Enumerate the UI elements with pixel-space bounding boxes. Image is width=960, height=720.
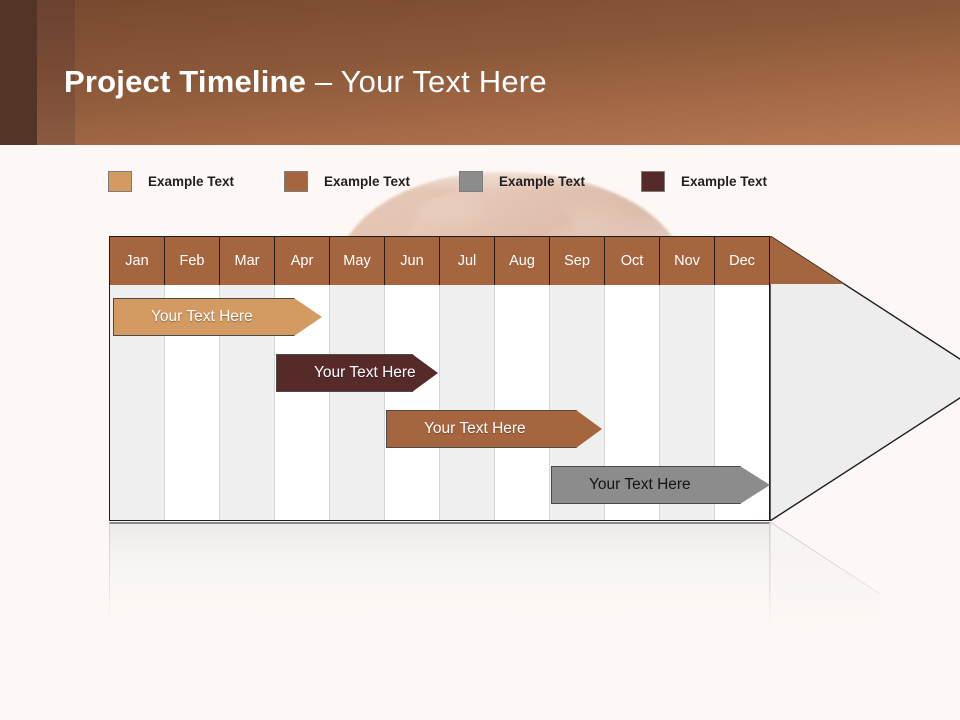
- header-banner: Project Timeline – Your Text Here: [0, 0, 960, 145]
- header-accent-bar-mid: [37, 0, 75, 145]
- timeline-grid: [110, 285, 769, 520]
- task-bar-3[interactable]: Your Text Here: [386, 410, 603, 448]
- month-header-mar[interactable]: Mar: [220, 237, 275, 285]
- page-title-bold: Project Timeline: [64, 64, 307, 99]
- grid-column-may: [330, 285, 385, 520]
- legend-swatch-icon: [284, 170, 308, 192]
- month-header-dec[interactable]: Dec: [729, 253, 755, 269]
- month-header-aug[interactable]: Aug: [495, 237, 550, 285]
- task-bar-label: Your Text Here: [314, 364, 416, 381]
- page-title-rest: – Your Text Here: [306, 64, 547, 99]
- task-bar-arrow-tip-icon: [576, 410, 602, 448]
- header-accent-bar-dark: [0, 0, 37, 145]
- legend-label: Example Text: [324, 173, 411, 189]
- month-header-feb[interactable]: Feb: [165, 237, 220, 285]
- page-title: Project Timeline – Your Text Here: [64, 60, 884, 108]
- legend-label: Example Text: [681, 173, 768, 189]
- legend-label: Example Text: [148, 173, 235, 189]
- month-header-sep[interactable]: Sep: [550, 237, 605, 285]
- month-header-may[interactable]: May: [330, 237, 385, 285]
- task-bar-arrow-tip-icon: [412, 354, 438, 392]
- legend-label: Example Text: [499, 173, 586, 189]
- legend: Example Text Example Text Example Text Exam…: [0, 168, 960, 196]
- month-header-jun[interactable]: Jun: [385, 237, 440, 285]
- month-header-nov[interactable]: Nov: [660, 237, 715, 285]
- month-header-jan[interactable]: Jan: [110, 237, 165, 285]
- legend-swatch-icon: [459, 170, 483, 192]
- task-bar-body: [386, 410, 577, 448]
- month-header-apr[interactable]: Apr: [275, 237, 330, 285]
- month-header-oct[interactable]: Oct: [605, 237, 660, 285]
- reflection-fade: [109, 522, 880, 627]
- timeline-reflection: [109, 522, 880, 627]
- timeline-arrowhead: [770, 236, 960, 521]
- task-bar-body: [113, 298, 295, 336]
- task-bar-label: Your Text Here: [151, 308, 253, 325]
- task-bar-arrow-tip-icon: [294, 298, 322, 336]
- task-bar-body: [551, 466, 741, 504]
- legend-item-3: Example Text: [459, 168, 585, 194]
- task-bar-4[interactable]: Your Text Here: [551, 466, 771, 504]
- legend-item-4: Example Text: [641, 168, 767, 194]
- legend-swatch-icon: [108, 170, 132, 192]
- header-gradient-panel: [75, 0, 960, 145]
- grid-column-jun: [385, 285, 440, 520]
- task-bar-label: Your Text Here: [424, 420, 526, 437]
- legend-item-2: Example Text: [284, 168, 410, 194]
- legend-item-1: Example Text: [108, 168, 234, 194]
- task-bar-label: Your Text Here: [589, 476, 691, 493]
- background-photo-watermark: [315, 150, 705, 245]
- task-bar-2[interactable]: Your Text Here: [276, 354, 439, 392]
- month-header-jul[interactable]: Jul: [440, 237, 495, 285]
- watermark-fade-mask: [315, 150, 705, 190]
- grid-column-jul: [440, 285, 495, 520]
- grid-column-aug: [495, 285, 550, 520]
- task-bar-1[interactable]: Your Text Here: [113, 298, 323, 336]
- legend-swatch-icon: [641, 170, 665, 192]
- task-bar-arrow-tip-icon: [740, 466, 770, 504]
